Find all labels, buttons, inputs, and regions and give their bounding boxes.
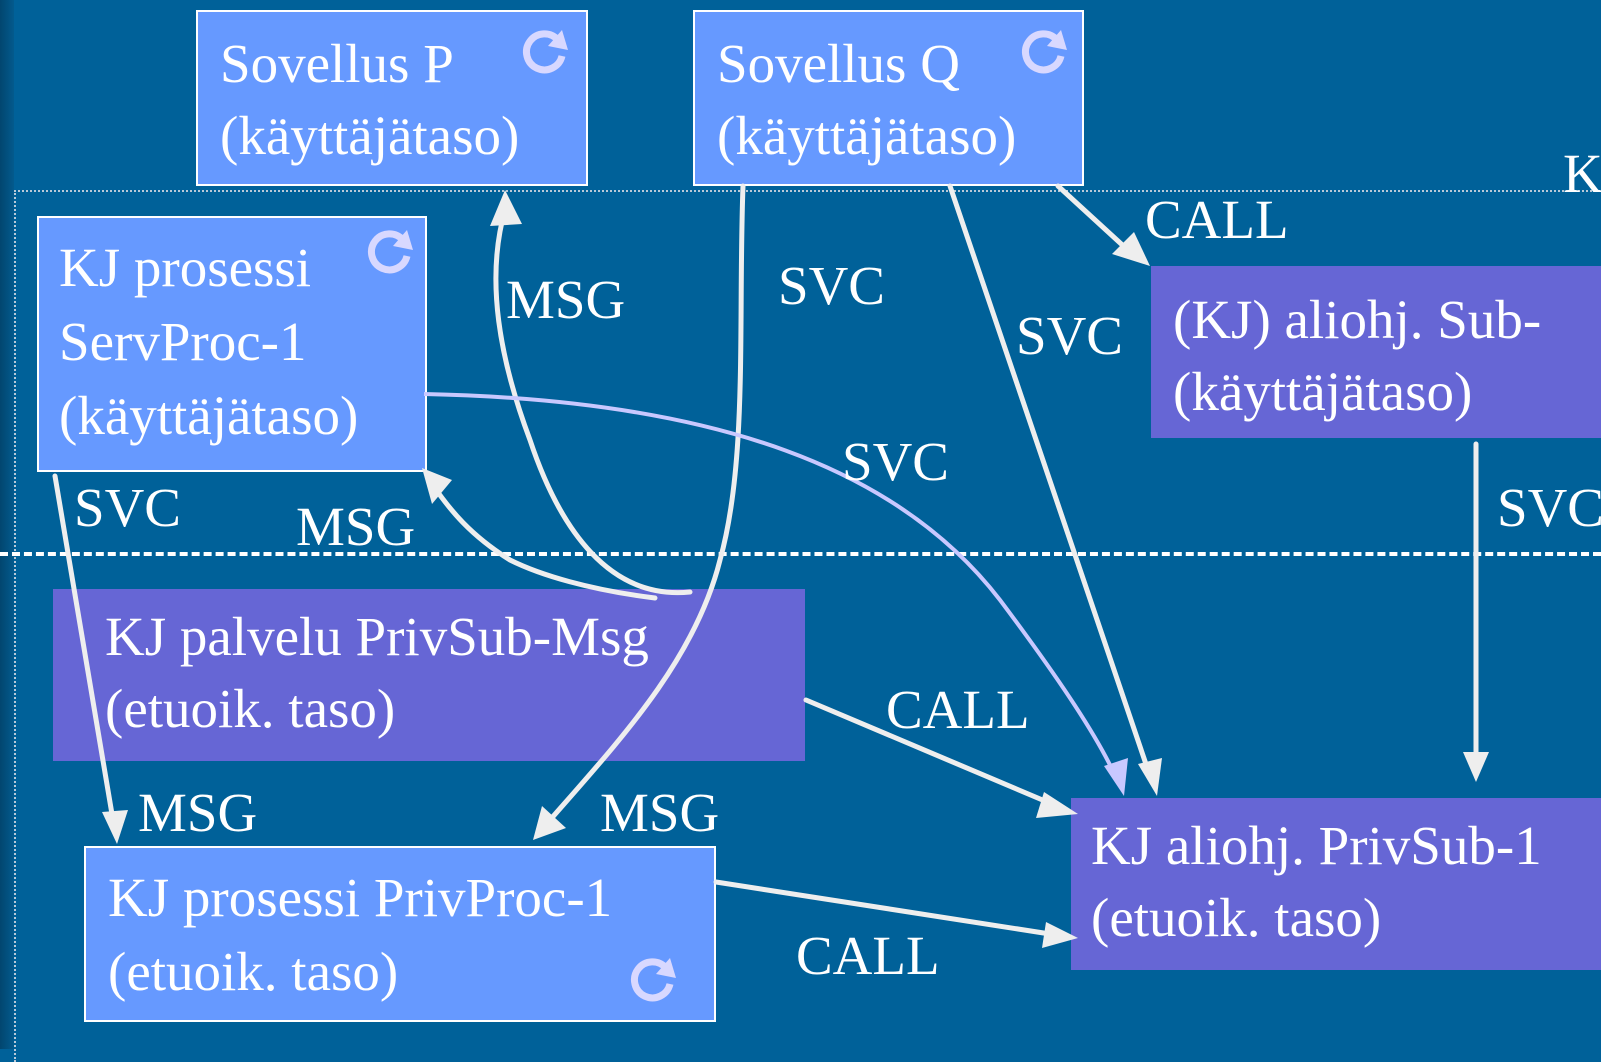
privilege-boundary-line [0,552,1601,556]
box-text: ServProc-1 [59,311,307,372]
box-kj-sub: (KJ) aliohj. Sub- (käyttäjätaso) [1151,266,1601,438]
box-text: Sovellus Q [717,33,960,94]
cycle-icon [368,230,413,274]
box-text: (käyttäjätaso) [220,105,520,166]
box-kj-servproc: KJ prosessi ServProc-1 (käyttäjätaso) [37,216,427,472]
cycle-icon [1022,30,1067,74]
kernel-boundary-frame [14,190,1601,1062]
arrowhead [1036,792,1078,818]
arrowhead [1138,758,1162,796]
arrow-msg-to-p [493,207,693,596]
box-text: Sovellus P [220,33,454,94]
box-text: (etuoik. taso) [1091,887,1382,948]
arrow-msg-to-servproc [429,481,658,601]
label-svc-q: SVC [778,255,885,316]
label-call-top: CALL [1145,189,1289,250]
arrow-call-q-sub [1055,183,1133,255]
box-text: (käyttäjätaso) [59,385,359,446]
box-kj-privsub1: KJ aliohj. PrivSub-1 (etuoik. taso) [1071,798,1601,970]
arrowhead [1463,752,1489,782]
box-text: KJ prosessi PrivProc-1 [108,867,613,928]
label-k: K [1563,143,1601,204]
box-kj-privsub-msg: KJ palvelu PrivSub-Msg (etuoik. taso) [53,589,805,761]
arrowhead [1104,758,1128,796]
arrow-call-privsubmsg-privsub1 [803,697,1055,807]
box-text: (KJ) aliohj. Sub- [1173,289,1542,350]
arrowhead [422,468,452,504]
arrow-svc-q-privproc [547,183,746,823]
box-sovellus-q: Sovellus Q (käyttäjätaso) [693,10,1084,186]
arrow-svc-q-privsub1 [947,183,1153,779]
arrow-call-privproc-privsub1 [713,879,1053,937]
label-call-bottom: CALL [796,925,940,986]
arrowhead [533,806,566,840]
label-call-mid: CALL [886,679,1030,740]
arrow-svc-servproc-privproc [52,473,117,829]
arrowhead [1112,232,1150,266]
left-edge-bar [0,0,14,1049]
label-msg-privproc-left: MSG [138,782,258,843]
box-text: KJ aliohj. PrivSub-1 [1091,815,1542,876]
box-sovellus-p: Sovellus P (käyttäjätaso) [196,10,588,186]
cycle-icon [523,30,568,74]
cycle-icon [631,958,676,1002]
arrow-svc-servproc-privsub1 [423,392,1120,783]
label-msg-p: MSG [506,269,626,330]
box-text: KJ prosessi [59,237,312,298]
box-text: (etuoik. taso) [108,941,399,1002]
box-text: (käyttäjätaso) [1173,361,1473,422]
box-text: KJ palvelu PrivSub-Msg [105,606,649,667]
arrowhead [490,190,522,226]
label-svc-servproc: SVC [842,431,949,492]
box-text: (etuoik. taso) [105,678,396,739]
arrowhead [1042,922,1078,948]
label-svc-sub: SVC [1497,477,1601,538]
label-svc-q2: SVC [1016,305,1123,366]
label-msg-privproc-right: MSG [600,782,720,843]
box-text: (käyttäjätaso) [717,105,1017,166]
label-msg-servproc: MSG [296,496,416,557]
arrowhead [102,810,128,844]
box-kj-privproc: KJ prosessi PrivProc-1 (etuoik. taso) [84,846,716,1022]
label-svc-servproc-down: SVC [74,477,181,538]
